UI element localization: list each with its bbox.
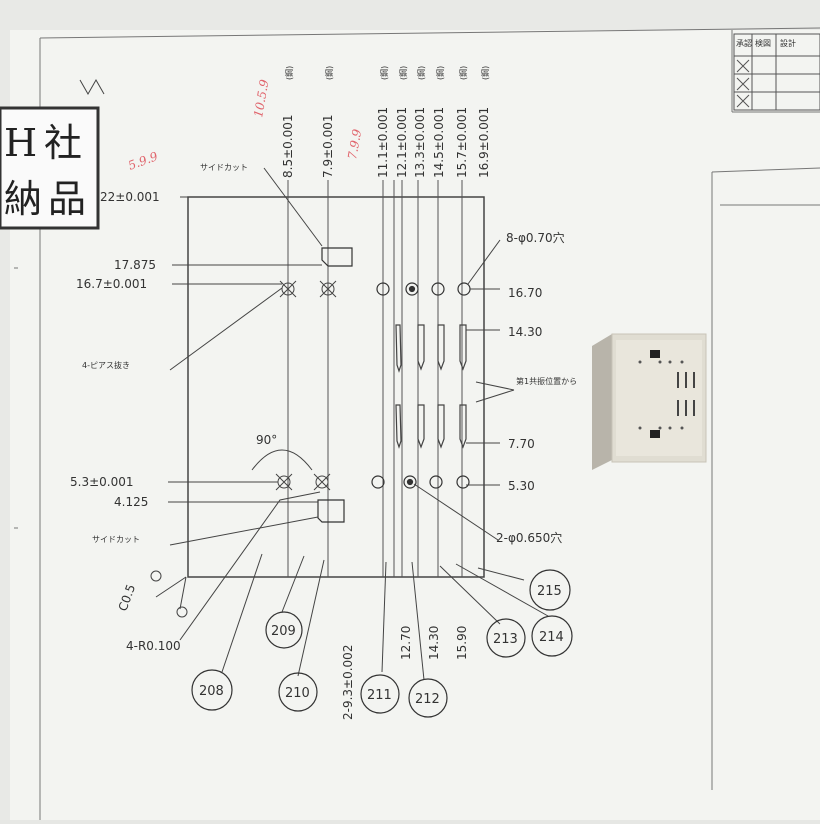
svg-text:(鋼): (鋼) [458,66,468,80]
svg-text:17.875: 17.875 [114,258,156,272]
svg-text:213: 213 [493,632,518,647]
svg-text:215: 215 [537,584,562,599]
svg-text:14.30: 14.30 [427,626,441,660]
svg-text:16.70: 16.70 [508,286,542,300]
svg-text:14.5±0.001: 14.5±0.001 [432,107,446,178]
svg-text:214: 214 [539,630,564,645]
svg-text:15.90: 15.90 [455,626,469,660]
svg-text:14.30: 14.30 [508,325,542,339]
svg-text:8.5±0.001: 8.5±0.001 [281,115,295,179]
bottom-dimensions: 12.70 14.30 15.90 2-9.3±0.002 [341,626,469,720]
svg-text:(鋼): (鋼) [398,66,408,80]
svg-text:10.5.9: 10.5.9 [251,78,271,118]
svg-text:7.9.9: 7.9.9 [345,128,364,161]
projection-symbol [79,78,105,96]
notes: サイドカット サイドカット 4-ピアス抜き 8-φ0.70穴 2-φ0.650穴… [82,163,577,653]
svg-text:8-φ0.70穴: 8-φ0.70穴 [506,230,565,245]
svg-text:2-φ0.650穴: 2-φ0.650穴 [496,530,562,545]
right-dimensions: 16.70 14.30 7.70 5.30 [508,286,542,493]
svg-text:納: 納 [4,177,42,221]
svg-text:4.125: 4.125 [114,495,148,509]
leader-lines [155,167,549,681]
svg-text:4-R0.100: 4-R0.100 [126,639,181,653]
top-dimension-labels: 8.5±0.001 7.9±0.001 11.1±0.001 12.1±0.00… [281,66,491,178]
svg-text:(鋼): (鋼) [480,66,490,80]
svg-text:11.1±0.001: 11.1±0.001 [376,107,390,178]
svg-text:22±0.001: 22±0.001 [100,190,160,204]
svg-text:210: 210 [285,686,310,701]
title-block-cell-2: 検図 [755,38,771,48]
svg-text:(鋼): (鋼) [324,66,334,80]
callout-circles [191,569,573,718]
physical-part [592,333,707,470]
left-dimensions: 22±0.001 17.875 16.7±0.001 5.3±0.001 4.1… [70,190,160,509]
svg-text:208: 208 [199,684,224,699]
svg-text:社: 社 [44,121,82,165]
callout-labels: 208 209 210 211 212 213 214 215 [199,584,564,707]
svg-text:12.1±0.001: 12.1±0.001 [395,107,409,178]
slots [395,324,467,449]
svg-text:4-ピアス抜き: 4-ピアス抜き [82,360,130,370]
svg-text:7.70: 7.70 [508,437,535,451]
side-cut-bottom [317,499,345,523]
title-block-cell-3: 設計 [780,38,796,48]
part-outline [187,196,485,578]
company-stamp: H 社 納 品 [0,106,100,230]
svg-text:2-9.3±0.002: 2-9.3±0.002 [341,645,355,720]
title-block: 承認 検図 設計 [733,33,820,111]
svg-text:(鋼): (鋼) [416,66,426,80]
svg-text:211: 211 [367,688,392,703]
svg-text:(鋼): (鋼) [379,66,389,80]
svg-text:15.7±0.001: 15.7±0.001 [455,107,469,178]
centerlines [287,180,463,577]
svg-text:209: 209 [271,624,296,639]
svg-text:16.7±0.001: 16.7±0.001 [76,277,147,291]
svg-text:(鋼): (鋼) [435,66,445,80]
svg-text:13.3±0.001: 13.3±0.001 [413,107,427,178]
svg-text:H: H [4,121,37,165]
pierce-marks [275,280,337,491]
svg-text:(鋼): (鋼) [284,66,294,80]
svg-text:12.70: 12.70 [399,626,413,660]
svg-text:212: 212 [415,692,440,707]
side-cut-top [321,247,353,267]
svg-text:第1共振位置から: 第1共振位置から [516,376,577,386]
holes-top [376,282,471,296]
angle-arc [251,449,313,471]
svg-text:サイドカット: サイドカット [200,163,248,172]
svg-text:5.30: 5.30 [508,479,535,493]
svg-text:7.9±0.001: 7.9±0.001 [321,115,335,179]
svg-text:サイドカット: サイドカット [92,535,140,544]
svg-text:品: 品 [48,177,86,221]
svg-text:16.9±0.001: 16.9±0.001 [477,107,491,178]
holes-bottom [371,475,470,489]
svg-text:90°: 90° [256,433,277,447]
title-block-cell-1: 承認 [736,38,752,48]
svg-text:5.3±0.001: 5.3±0.001 [70,475,134,489]
